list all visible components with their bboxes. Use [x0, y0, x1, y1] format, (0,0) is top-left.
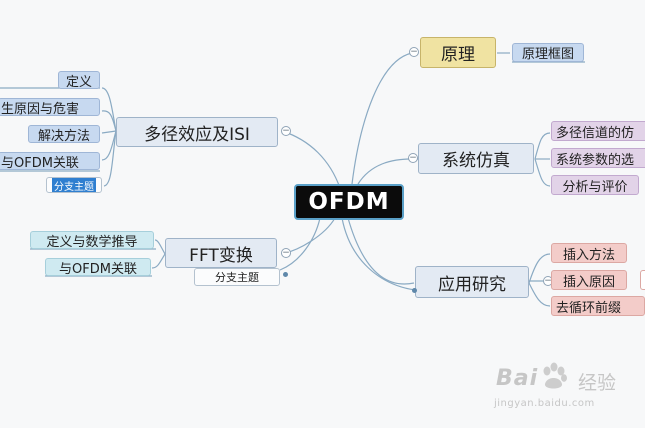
isi-child-ofdm-relation[interactable]: 与OFDM关联 — [0, 152, 100, 170]
isi-child-definition[interactable]: 定义 — [58, 71, 100, 89]
subtopic-label: 分支主题 — [52, 178, 96, 192]
watermark-url: jingyan.baidu.com — [494, 398, 595, 409]
branch-principle[interactable]: 原理 — [420, 37, 496, 68]
sim-child-analysis[interactable]: 分析与评价 — [551, 175, 639, 195]
isi-child-subtopic[interactable]: 分支主题 — [46, 177, 102, 193]
root-node[interactable]: OFDM — [294, 184, 404, 220]
branch-isi[interactable]: 多径效应及ISI — [116, 117, 278, 147]
app-child-insert-method[interactable]: 插入方法 — [551, 243, 627, 263]
principle-child-diagram[interactable]: 原理框图 — [512, 43, 584, 62]
isi-child-cause[interactable]: 生原因与危害 — [0, 98, 100, 116]
connector-dot — [283, 272, 288, 277]
branch-sim[interactable]: 系统仿真 — [418, 143, 534, 174]
collapse-icon[interactable]: − — [408, 153, 418, 163]
fft-child-subtopic[interactable]: 分支主题 — [194, 268, 280, 286]
baidu-paw-icon — [543, 362, 567, 389]
sim-child-params[interactable]: 系统参数的选 — [551, 148, 645, 168]
collapse-icon[interactable]: − — [409, 47, 419, 57]
watermark-brand: Bai — [496, 366, 539, 391]
branch-fft[interactable]: FFT变换 — [165, 238, 277, 268]
fft-child-definition[interactable]: 定义与数学推导 — [30, 231, 154, 249]
collapse-icon[interactable]: − — [281, 126, 291, 136]
baidu-watermark: Bai 经验 jingyan.baidu.com — [492, 360, 642, 422]
sim-child-channel[interactable]: 多径信道的仿 — [551, 121, 645, 141]
app-child-edge-fragment — [640, 270, 645, 290]
app-child-remove-prefix[interactable]: 去循环前缀 — [551, 296, 645, 316]
isi-child-solution[interactable]: 解决方法 — [28, 125, 100, 143]
connector-dot — [412, 288, 417, 293]
branch-app[interactable]: 应用研究 — [415, 266, 529, 298]
watermark-cn: 经验 — [578, 372, 617, 394]
app-child-insert-reason[interactable]: 插入原因 — [551, 270, 627, 290]
collapse-icon[interactable]: − — [281, 248, 291, 258]
fft-child-ofdm-relation[interactable]: 与OFDM关联 — [45, 258, 151, 276]
